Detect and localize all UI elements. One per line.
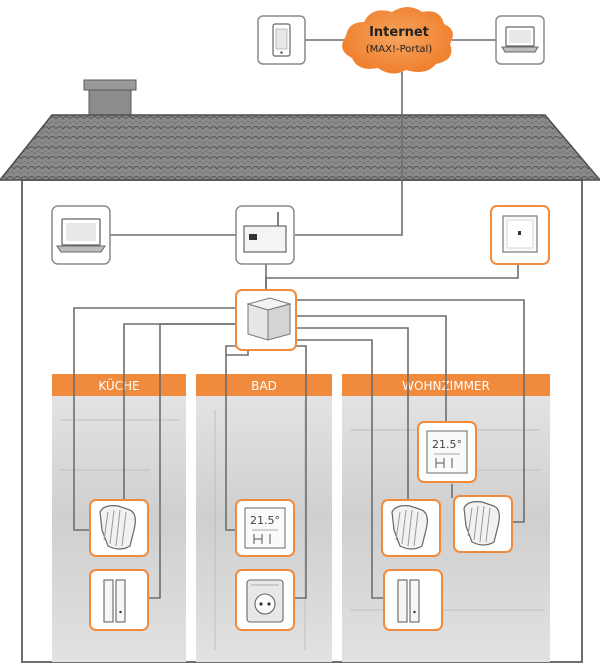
- cube-lan-gateway-device: [235, 205, 295, 265]
- connection-lines: [73, 39, 525, 599]
- roof: [0, 114, 600, 181]
- room-headers: KÜCHE BAD WOHNZIMMER: [52, 374, 550, 396]
- cloud-subtitle: (MAX!-Portal): [366, 44, 433, 55]
- cloud-title: Internet: [369, 25, 429, 40]
- thermostat-head-icon: [463, 501, 500, 546]
- plug-icon: [246, 579, 284, 623]
- router-icon: [243, 212, 287, 253]
- room-label-kueche: KÜCHE: [98, 377, 139, 393]
- wohnzimmer-radiator-thermostat-1: [381, 499, 441, 557]
- cloud-shape: [342, 7, 453, 74]
- bad-thermostat-display: 21.5°: [250, 514, 280, 527]
- window-sensor-icon: [397, 579, 420, 623]
- wohnzimmer-window-sensor: [383, 569, 443, 631]
- thermostat-head-icon: [391, 505, 428, 550]
- wall-thermostat-icon: 21.5°: [426, 430, 468, 474]
- eco-switch-device: [490, 205, 550, 265]
- kueche-radiator-thermostat: [89, 499, 149, 557]
- internet-smartphone-device: [257, 15, 306, 65]
- room-label-bad: BAD: [251, 379, 277, 393]
- room-header-kueche: [52, 374, 186, 396]
- wall-switch-icon: [502, 215, 538, 253]
- smartphone-icon: [272, 23, 291, 57]
- laptop-icon: [501, 26, 539, 53]
- max-cube-device: [235, 289, 297, 351]
- wohnzimmer-wall-thermostat: 21.5°: [417, 421, 477, 483]
- laptop-icon: [56, 218, 106, 253]
- home-laptop-device: [51, 205, 111, 265]
- bad-wall-thermostat: 21.5°: [235, 499, 295, 557]
- internet-laptop-device: [495, 15, 545, 65]
- room-header-bad: [196, 374, 332, 396]
- wohnzimmer-thermostat-display: 21.5°: [432, 438, 462, 451]
- kueche-window-sensor: [89, 569, 149, 631]
- wohnzimmer-radiator-thermostat-2: [453, 495, 513, 553]
- thermostat-head-icon: [99, 505, 136, 550]
- wall-thermostat-icon: 21.5°: [244, 507, 286, 549]
- window-sensor-icon: [103, 579, 126, 623]
- bad-plug-adapter: [235, 569, 295, 631]
- cube-icon: [246, 297, 292, 341]
- internet-cloud: Internet (MAX!-Portal): [342, 7, 453, 74]
- chimney-cap: [83, 79, 137, 91]
